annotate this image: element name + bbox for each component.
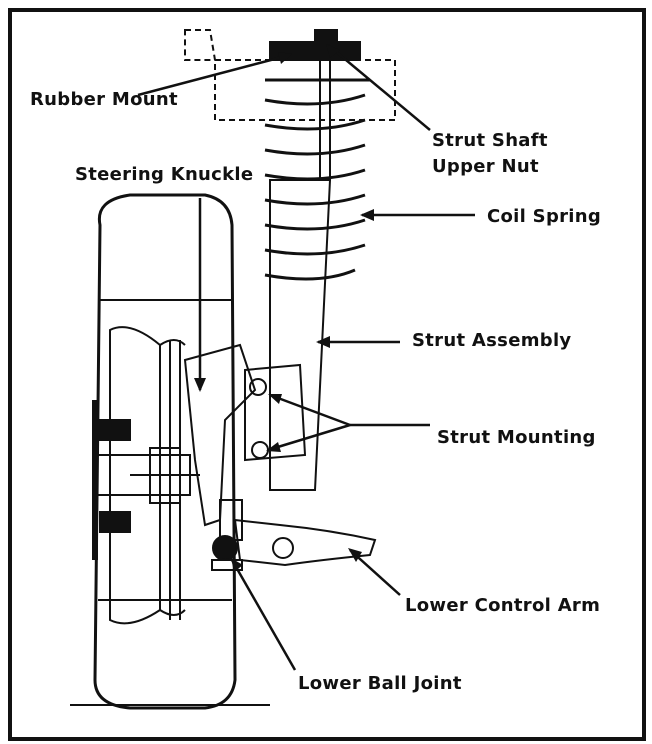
tire [93,193,237,710]
strut-body [269,60,332,491]
label-lower-ball-joint: Lower Ball Joint [298,673,462,694]
arrowhead-coil-spring [360,209,374,221]
lower-control-arm [233,518,377,567]
leader-strut-mounting-lower [267,423,351,452]
arrowhead-strut-mounting-upper [268,394,282,404]
label-strut-mounting: Strut Mounting [437,427,596,448]
arrowhead-steering-knuckle [194,378,206,392]
label-strut-assembly: Strut Assembly [412,330,572,351]
leader-lines [137,44,475,671]
coil-spring [264,78,370,281]
leader-strut-mounting-upper [269,393,351,427]
arrowhead-strut-mounting-lower [266,442,281,452]
arrowhead-lower-ball-joint [231,558,243,572]
top-mount [184,29,396,121]
arrowhead-rubber-mount [278,52,292,64]
steering-knuckle [183,343,257,527]
leader-strut-shaft-upper-nut [327,44,431,131]
diagram-frame [8,8,646,741]
label-strut-shaft-line1: Strut Shaft [432,130,548,151]
leader-lower-ball-joint [230,559,297,671]
arrowhead-upper-nut [326,44,340,58]
arrowheads [194,44,374,572]
label-coil-spring: Coil Spring [487,206,602,227]
label-steering-knuckle: Steering Knuckle [75,164,254,185]
hub-assembly [94,419,200,533]
label-upper-nut-line2: Upper Nut [432,156,539,177]
leader-rubber-mount [137,53,291,97]
label-rubber-mount: Rubber Mount [30,89,178,110]
arrowhead-lower-control-arm [348,548,362,562]
label-lower-control-arm: Lower Control Arm [405,595,601,616]
arrowhead-strut-assembly [316,336,330,348]
